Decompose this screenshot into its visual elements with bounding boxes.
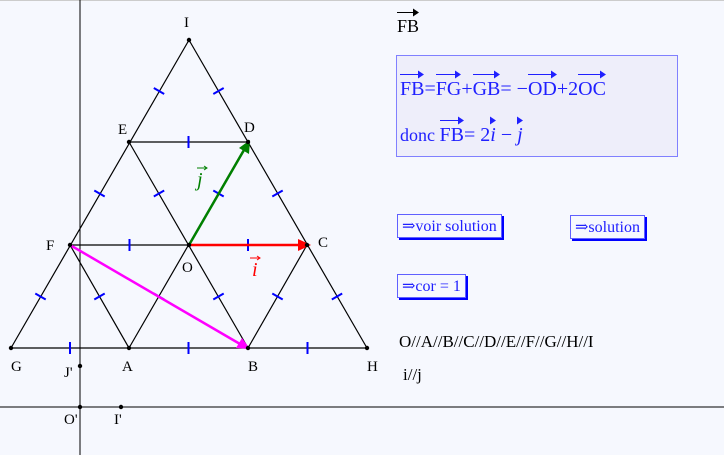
point-O[interactable] bbox=[186, 242, 192, 248]
point-Op[interactable] bbox=[77, 404, 83, 410]
label-G: G bbox=[11, 359, 22, 375]
point-D[interactable] bbox=[245, 139, 251, 145]
point-A[interactable] bbox=[126, 345, 132, 351]
label-vector-j: j bbox=[194, 169, 203, 191]
vectors-list: i//j bbox=[403, 365, 422, 384]
point-Jp[interactable] bbox=[77, 363, 83, 369]
tick-mark bbox=[271, 189, 284, 198]
label-A: A bbox=[122, 359, 133, 375]
equal-length-ticks bbox=[34, 87, 343, 354]
label-C: C bbox=[318, 235, 328, 251]
voir-solution-button[interactable]: ⇒voir solution bbox=[397, 214, 502, 238]
tick-mark bbox=[153, 87, 165, 95]
vector-j[interactable] bbox=[187, 140, 250, 246]
label-B: B bbox=[248, 359, 258, 375]
triangle-lines bbox=[10, 39, 368, 349]
point-G[interactable] bbox=[8, 345, 14, 351]
label-O-prime: O' bbox=[64, 412, 78, 428]
point-C[interactable] bbox=[304, 242, 310, 248]
arrow-over-i-icon bbox=[250, 255, 261, 261]
point-B[interactable] bbox=[245, 345, 251, 351]
label-D: D bbox=[244, 120, 255, 136]
solution-button[interactable]: ⇒solution bbox=[570, 215, 645, 239]
tick-mark bbox=[212, 292, 225, 301]
point-H[interactable] bbox=[364, 345, 370, 351]
label-E: E bbox=[118, 122, 127, 138]
label-J-prime: J' bbox=[64, 365, 73, 381]
solution-line-1: FB=FG+GB= −OD+2OC bbox=[400, 74, 606, 100]
label-H: H bbox=[367, 359, 378, 375]
point-F[interactable] bbox=[67, 242, 73, 248]
tick-mark bbox=[331, 292, 343, 301]
arrow-over-j-icon bbox=[197, 165, 208, 171]
tick-mark bbox=[34, 292, 47, 301]
tick-mark bbox=[93, 292, 106, 301]
vector-fb[interactable] bbox=[69, 243, 250, 349]
tick-mark bbox=[212, 87, 225, 95]
label-vector-i: i bbox=[252, 259, 258, 281]
label-I: I bbox=[184, 15, 189, 31]
tick-mark bbox=[271, 292, 284, 301]
points-list: O//A//B//C//D//E//F//G//H//I bbox=[399, 332, 594, 351]
label-O: O bbox=[182, 260, 193, 276]
points bbox=[8, 37, 370, 410]
tick-mark bbox=[153, 189, 165, 198]
label-I-prime: I' bbox=[114, 412, 122, 428]
point-Ip[interactable] bbox=[118, 404, 124, 410]
solution-box: FB=FG+GB= −OD+2OC donc FB= 2i − j bbox=[396, 55, 678, 157]
point-E[interactable] bbox=[126, 139, 132, 145]
cor-button[interactable]: ⇒cor = 1 bbox=[397, 274, 466, 298]
vector-i[interactable] bbox=[189, 239, 311, 251]
point-I[interactable] bbox=[186, 37, 192, 43]
vector-title: FB bbox=[397, 12, 420, 36]
solution-line-2: donc FB= 2i − j bbox=[400, 120, 523, 146]
label-F: F bbox=[46, 238, 54, 254]
tick-mark bbox=[93, 189, 106, 198]
